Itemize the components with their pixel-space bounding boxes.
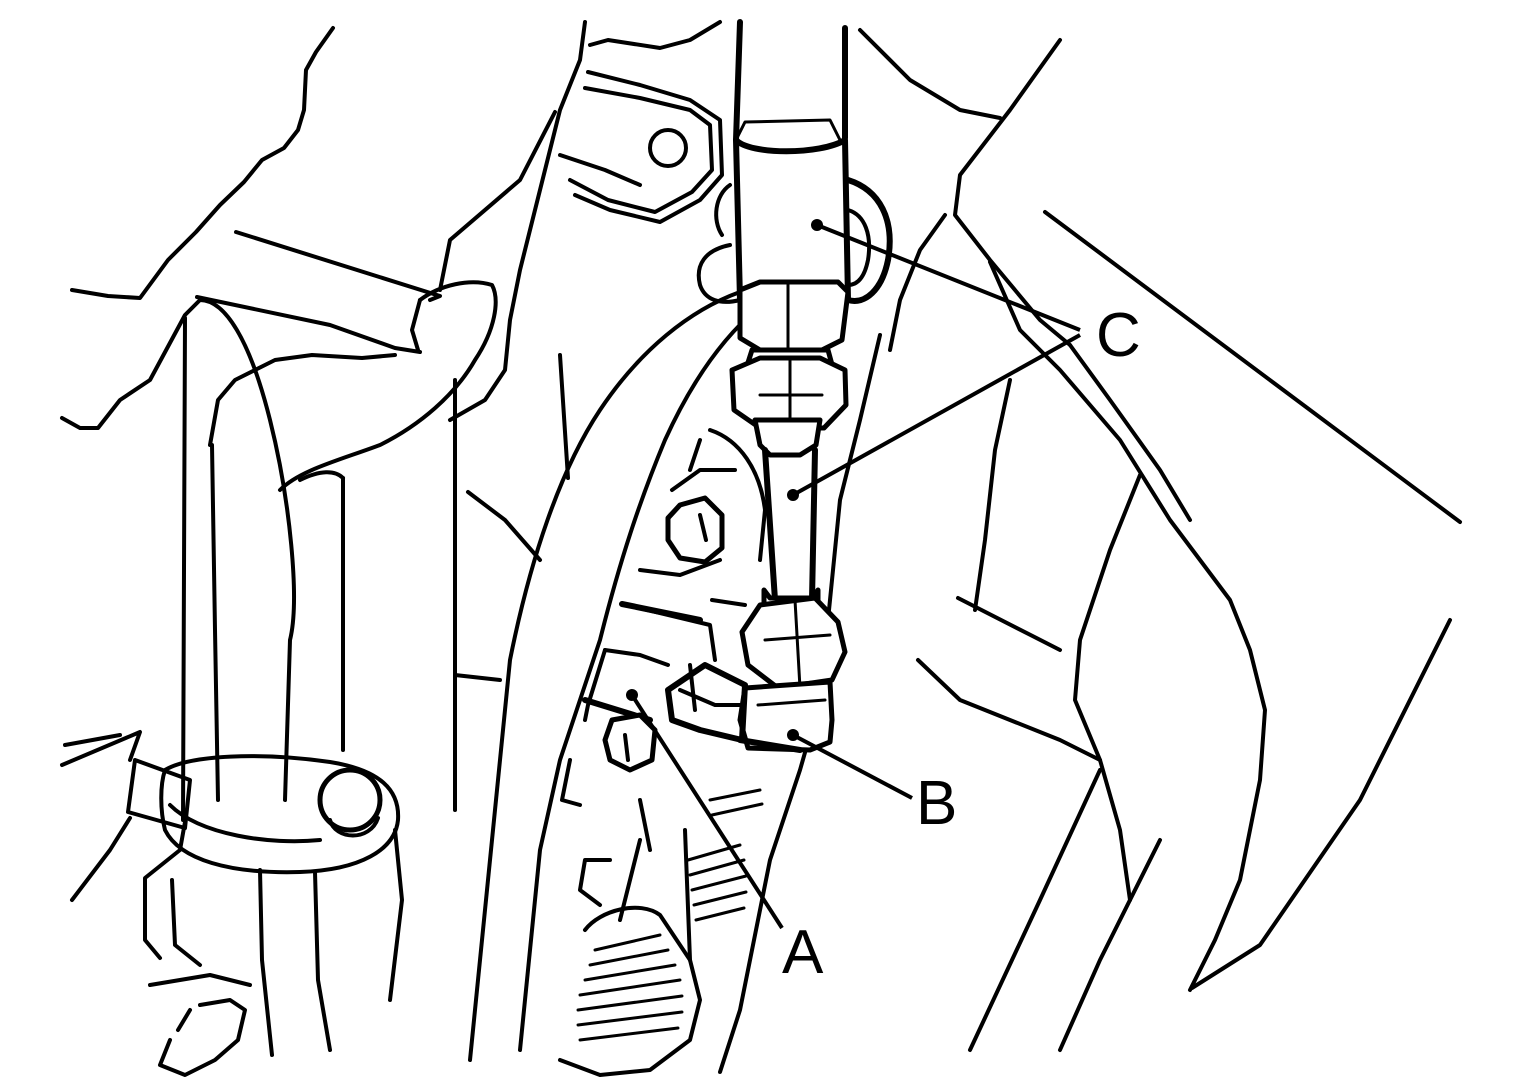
upper-bracket <box>558 20 724 224</box>
lower-bracket <box>582 428 767 773</box>
leader-c <box>787 219 1081 501</box>
leader-b <box>787 729 913 800</box>
callout-b: B <box>916 769 957 838</box>
left-body-panel <box>60 20 587 812</box>
bracket-hole <box>648 128 688 168</box>
callout-a: A <box>782 918 824 987</box>
right-body-panel <box>858 28 1462 1052</box>
leader-c-dot-1 <box>811 219 823 231</box>
left-bolt <box>317 767 383 838</box>
brake-hose-c <box>733 19 851 391</box>
brake-fitting-b <box>665 662 835 753</box>
brake-hose-bracket-ring <box>696 177 893 304</box>
tube-nut-lower <box>739 595 848 691</box>
lower-bolt <box>602 712 658 773</box>
steering-rack-boot <box>558 758 764 1077</box>
left-pipe-assembly <box>60 298 404 1077</box>
hex-bolt <box>665 495 725 565</box>
leader-a <box>626 689 784 930</box>
leader-c-dot-2 <box>787 489 799 501</box>
leader-b-dot <box>787 729 799 741</box>
leader-a-dot <box>626 689 638 701</box>
frame-rail <box>468 213 947 1074</box>
brake-pipe <box>761 447 821 623</box>
callout-c: C <box>1096 301 1141 370</box>
tube-nut-upper <box>729 355 849 458</box>
